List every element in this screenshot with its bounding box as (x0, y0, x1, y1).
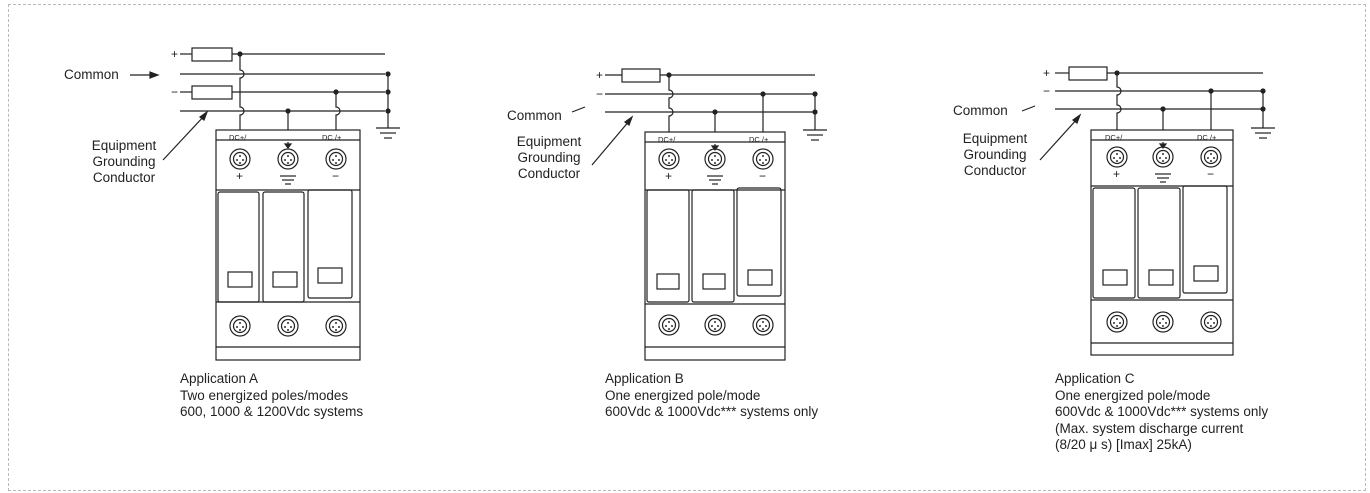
terminal-minus-sign: − (1207, 167, 1215, 181)
plus-sign: + (171, 47, 179, 61)
terminal-plus-sign: + (1113, 167, 1121, 181)
module-label-left: DC+/ (658, 135, 676, 144)
module-label-left: DC+/ (1105, 133, 1123, 142)
application-a-wiring (130, 47, 400, 361)
application-b-wiring (571, 68, 827, 361)
minus-sign: − (596, 87, 604, 101)
minus-sign: − (171, 85, 179, 99)
common-label: Common (507, 108, 562, 123)
terminal-plus-sign: + (236, 169, 244, 183)
terminal-plus-sign: + (665, 169, 673, 183)
plus-sign: + (1043, 66, 1051, 80)
module-label-right: DC /+ (322, 133, 342, 142)
minus-sign: − (1043, 84, 1051, 98)
figure-frame (8, 4, 1366, 491)
module-label-right: DC /+ (1197, 133, 1217, 142)
application-c-wiring (1021, 66, 1275, 356)
module-label-right: DC /+ (749, 135, 769, 144)
module-label-left: DC+/ (229, 133, 247, 142)
terminal-minus-sign: − (759, 169, 767, 183)
common-label: Common (64, 67, 119, 82)
plus-sign: + (596, 68, 604, 82)
terminal-minus-sign: − (332, 169, 340, 183)
common-label: Common (953, 103, 1008, 118)
